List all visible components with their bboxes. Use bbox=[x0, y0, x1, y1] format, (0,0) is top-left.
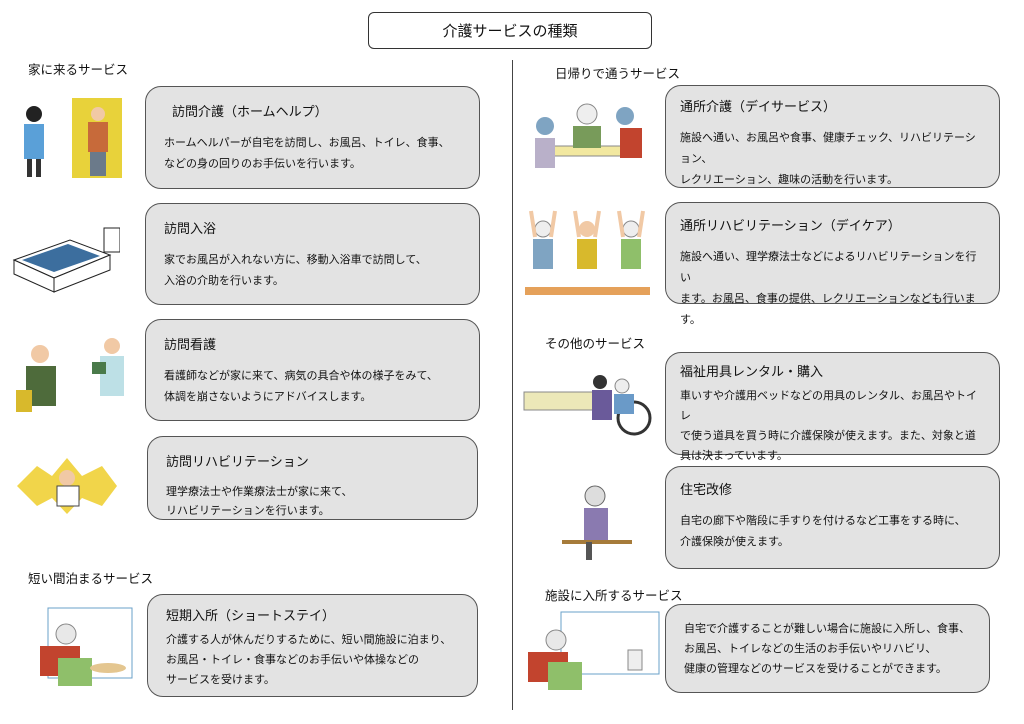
card-title: 福祉用具レンタル・購入 bbox=[680, 365, 824, 380]
card-title: 住宅改修 bbox=[680, 483, 733, 498]
bathtub-illustration bbox=[12, 227, 120, 293]
day-service-illustration bbox=[535, 103, 642, 168]
section-short-stay: 短い間泊まるサービス bbox=[28, 571, 154, 586]
day-care-illustration bbox=[525, 210, 650, 295]
card-short-stay: 短期入所（ショートステイ） 介護する人が休んだりするために、短い間施設に泊まり、… bbox=[147, 594, 478, 697]
wheelchair-illustration bbox=[523, 375, 652, 436]
card-text: ホームヘルパーが自宅を訪問し、お風呂、トイレ、食事、 などの身の回りのお手伝いを… bbox=[164, 136, 450, 170]
rehab-illustration bbox=[17, 458, 117, 514]
page-title: 介護サービスの種類 bbox=[368, 12, 652, 49]
card-title: 訪問入浴 bbox=[164, 222, 217, 237]
section-day: 日帰りで通うサービス bbox=[555, 66, 681, 81]
section-home: 家に来るサービス bbox=[28, 62, 129, 77]
card-home-help: 訪問介護（ホームヘルプ） ホームヘルパーが自宅を訪問し、お風呂、トイレ、食事、 … bbox=[145, 86, 480, 189]
card-text: 車いすや介護用ベッドなどの用具のレンタル、お風呂やトイレ で使う道具を買う時に介… bbox=[680, 389, 977, 462]
card-text: 看護師などが家に来て、病気の具合や体の様子をみて、 体調を崩さないようにアドバイ… bbox=[164, 369, 438, 403]
column-divider bbox=[512, 60, 513, 710]
section-other: その他のサービス bbox=[545, 336, 646, 351]
short-stay-illustration bbox=[40, 607, 133, 686]
card-facility: 自宅で介護することが難しい場合に施設に入所し、食事、 お風呂、トイレなどの生活の… bbox=[665, 604, 990, 693]
card-day-care: 通所リハビリテーション（デイケア） 施設へ通い、理学療法士などによるリハビリテー… bbox=[665, 202, 1000, 326]
card-title: 通所リハビリテーション（デイケア） bbox=[680, 219, 901, 234]
handrail-illustration bbox=[562, 485, 632, 560]
card-text: 自宅で介護することが難しい場合に施設に入所し、食事、 お風呂、トイレなどの生活の… bbox=[684, 622, 970, 675]
card-text: 家でお風呂が入れない方に、移動入浴車で訪問して、 入浴の介助を行います。 bbox=[164, 253, 427, 287]
section-facility: 施設に入所するサービス bbox=[545, 588, 683, 603]
card-equipment: 福祉用具レンタル・購入 車いすや介護用ベッドなどの用具のレンタル、お風呂やトイレ… bbox=[665, 352, 1000, 462]
card-bath: 訪問入浴 家でお風呂が入れない方に、移動入浴車で訪問して、 入浴の介助を行います… bbox=[145, 203, 480, 305]
card-text: 施設へ通い、お風呂や食事、健康チェック、リハビリテーション、 レクリエーション、… bbox=[680, 131, 976, 186]
card-text: 自宅の廊下や階段に手すりを付けるなど工事をする時に、 介護保険が使えます。 bbox=[680, 514, 966, 548]
card-title: 訪問看護 bbox=[164, 338, 217, 353]
card-title: 短期入所（ショートステイ） bbox=[166, 609, 336, 624]
card-home-rehab: 訪問リハビリテーション 理学療法士や作業療法士が家に来て、 リハビリテーションを… bbox=[147, 436, 478, 520]
card-title: 通所介護（デイサービス） bbox=[680, 100, 837, 115]
card-text: 介護する人が休んだりするために、短い間施設に泊まり、 お風呂・トイレ・食事などの… bbox=[166, 633, 452, 686]
card-nursing: 訪問看護 看護師などが家に来て、病気の具合や体の様子をみて、 体調を崩さないよう… bbox=[145, 319, 480, 421]
card-title: 訪問介護（ホームヘルプ） bbox=[172, 105, 328, 120]
card-title: 訪問リハビリテーション bbox=[166, 455, 309, 470]
card-text: 施設へ通い、理学療法士などによるリハビリテーションを行い ます。お風呂、食事の提… bbox=[680, 250, 977, 326]
card-day-service: 通所介護（デイサービス） 施設へ通い、お風呂や食事、健康チェック、リハビリテーシ… bbox=[665, 85, 1000, 188]
home-nursing-illustration bbox=[16, 338, 124, 412]
facility-illustration bbox=[528, 611, 660, 690]
card-text: 理学療法士や作業療法士が家に来て、 リハビリテーションを行います。 bbox=[166, 485, 353, 517]
card-renovation: 住宅改修 自宅の廊下や階段に手すりを付けるなど工事をする時に、 介護保険が使えま… bbox=[665, 466, 1000, 569]
home-helper-illustration bbox=[24, 98, 122, 178]
